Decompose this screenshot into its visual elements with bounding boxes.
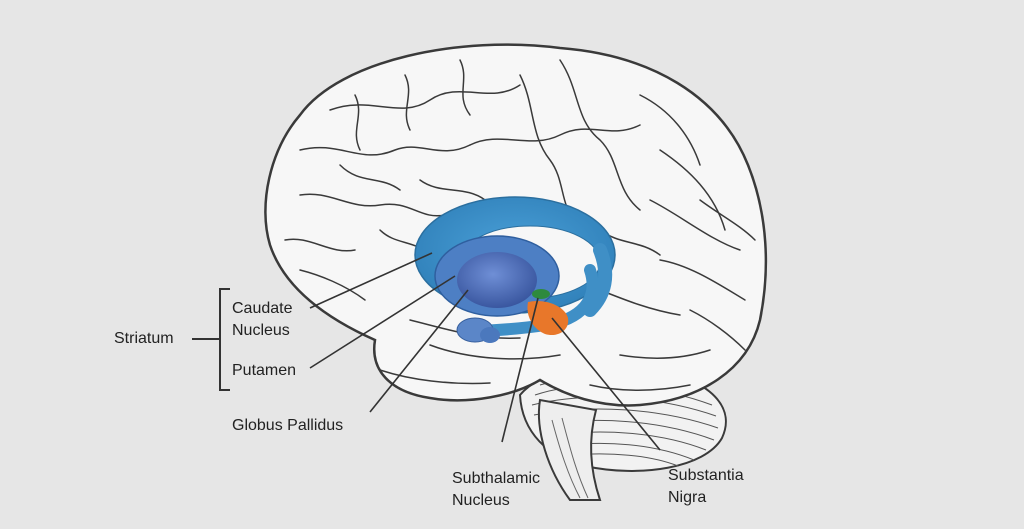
subthalamic-nucleus-shape bbox=[532, 289, 550, 299]
caudate-tail-shape bbox=[456, 317, 500, 343]
caudate-leader-line bbox=[309, 252, 433, 309]
striatum-bracket bbox=[192, 288, 230, 391]
globus-pallidus-leader-line bbox=[369, 289, 469, 413]
brain-stem bbox=[538, 398, 602, 501]
label-substantia-line-1: Substantia bbox=[668, 467, 744, 484]
label-subthalamic-line-1: Subthalamic bbox=[452, 470, 541, 487]
label-subthalamic-line-2: Nucleus bbox=[452, 492, 510, 509]
label-putamen: Putamen bbox=[232, 362, 297, 379]
label-substantia-line-2: Nigra bbox=[668, 489, 707, 506]
leader-lines bbox=[309, 252, 661, 451]
putamen-leader-line bbox=[309, 275, 456, 369]
label-caudate-line-1: Caudate bbox=[232, 300, 293, 317]
globus-pallidus-shape bbox=[457, 252, 537, 308]
label-globus-pallidus: Globus Pallidus bbox=[232, 417, 344, 434]
label-substantia-nigra: Substantia Nigra bbox=[668, 465, 744, 509]
label-caudate-nucleus: Caudate Nucleus bbox=[232, 298, 293, 342]
label-subthalamic-nucleus: Subthalamic Nucleus bbox=[452, 468, 540, 512]
label-striatum: Striatum bbox=[114, 330, 174, 347]
subthalamic-leader-line bbox=[501, 297, 539, 443]
substantia-nigra-leader-line bbox=[551, 317, 661, 451]
label-caudate-line-2: Nucleus bbox=[232, 322, 290, 339]
